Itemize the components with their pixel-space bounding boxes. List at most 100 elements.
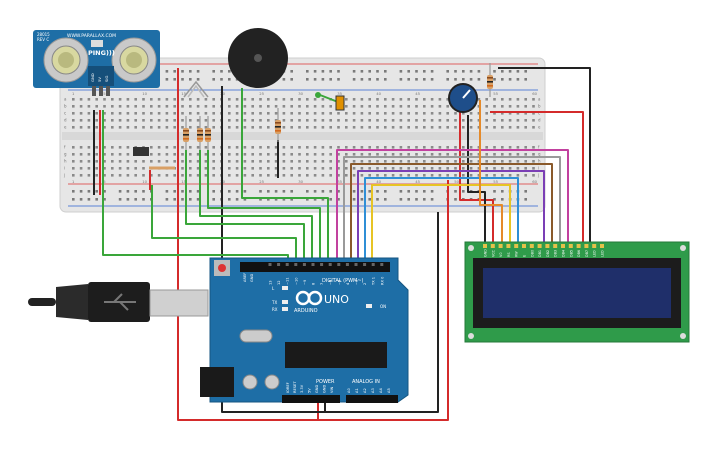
digital-pin-hole[interactable]	[354, 263, 358, 266]
wire-lcd-e[interactable]	[364, 177, 519, 262]
l-label: L	[272, 286, 275, 291]
ioref-label: IOREF	[286, 382, 290, 393]
rail-hole	[103, 198, 106, 201]
digital-pin-hole[interactable]	[311, 263, 315, 266]
digital-pin-hole[interactable]	[277, 263, 281, 266]
breadboard-hole	[368, 98, 371, 101]
wire-lcd-led-plus[interactable]	[490, 111, 584, 246]
rail-hole	[196, 198, 200, 201]
wire-lcd-db7[interactable]	[336, 149, 569, 262]
lcd-pin[interactable]	[498, 244, 503, 248]
lcd-pin[interactable]	[568, 244, 573, 248]
rail-hole	[384, 198, 387, 201]
breadboard-hole	[228, 174, 231, 177]
digital-pin-hole[interactable]	[285, 263, 289, 266]
digital-header	[240, 262, 390, 272]
digital-pin-hole[interactable]	[371, 263, 375, 266]
breadboard-hole	[532, 167, 535, 170]
piezo-buzzer[interactable]	[228, 28, 288, 118]
breadboard-hole	[235, 105, 239, 108]
lcd-pin[interactable]	[483, 244, 487, 248]
wire-buzzer[interactable]	[241, 118, 329, 262]
breadboard-hole	[399, 126, 403, 129]
wire-led-green[interactable]	[199, 150, 313, 262]
breadboard-hole	[259, 167, 262, 170]
breadboard-hole	[337, 112, 340, 115]
lcd-pin-label: RS	[507, 252, 511, 257]
digital-pin-hole[interactable]	[337, 263, 341, 266]
rail-hole	[134, 198, 137, 201]
power-jack[interactable]	[200, 367, 234, 397]
wire-lcd-rs[interactable]	[371, 184, 511, 262]
wire-lcd-led-minus[interactable]	[498, 67, 591, 246]
lcd-pin[interactable]	[490, 244, 495, 248]
breadboard-hole	[384, 146, 387, 149]
breadboard-hole	[196, 174, 200, 177]
breadboard-hole	[501, 153, 504, 156]
rail-hole	[368, 78, 371, 81]
breadboard-hole	[126, 119, 130, 122]
lcd-pin[interactable]	[545, 244, 550, 248]
digital-pin-hole[interactable]	[380, 263, 384, 266]
lcd-pin[interactable]	[522, 244, 526, 248]
breadboard-hole	[79, 160, 83, 163]
analog-pin-label: A2	[363, 388, 367, 393]
breadboard-hole	[243, 153, 247, 156]
digital-pin-hole[interactable]	[363, 263, 367, 266]
breadboard-hole	[290, 146, 293, 149]
lcd-pin[interactable]	[537, 244, 542, 248]
breadboard-hole	[501, 174, 504, 177]
wire-lcd-gnd[interactable]	[467, 115, 486, 246]
wire-lcd-db5[interactable]	[350, 163, 553, 262]
breadboard-hole	[407, 146, 410, 149]
digital-pin-hole[interactable]	[294, 263, 298, 266]
row-letter: g	[64, 152, 67, 157]
lcd-pin[interactable]	[584, 244, 589, 248]
wire-gnd-rail[interactable]	[221, 86, 439, 413]
rail-hole	[329, 78, 332, 81]
lcd-pin[interactable]	[561, 244, 565, 248]
digital-pin-hole[interactable]	[328, 263, 332, 266]
arduino-uno[interactable]: UNO ARDUINO DIGITAL (PWM~) POWER ANALOG …	[200, 257, 409, 403]
digital-pin-hole[interactable]	[320, 263, 324, 266]
rail-hole	[181, 198, 184, 201]
wire-lcd-db6[interactable]	[343, 156, 561, 262]
lcd-pin[interactable]	[592, 244, 597, 248]
wire-led-jumper[interactable]	[319, 94, 339, 103]
indicator-led-dot	[315, 92, 321, 98]
lcd-pin[interactable]	[529, 244, 534, 248]
rail-hole	[274, 198, 278, 201]
breadboard-hole	[454, 174, 457, 177]
lcd-pin[interactable]	[553, 244, 558, 248]
lcd-pin[interactable]	[576, 244, 581, 248]
rgb-led[interactable]	[183, 80, 209, 98]
wire-led-red[interactable]	[185, 150, 305, 262]
usb-cable[interactable]	[28, 282, 209, 322]
wire-lcd-vcc[interactable]	[459, 108, 494, 246]
digital-pin-hole[interactable]	[302, 263, 306, 266]
wire-led-blue[interactable]	[207, 150, 321, 262]
digital-pin-hole[interactable]	[345, 263, 349, 266]
lcd-pin[interactable]	[514, 244, 519, 248]
indicator-led[interactable]	[315, 92, 345, 111]
lcd-pin[interactable]	[506, 244, 511, 248]
wire-lcd-db4[interactable]	[357, 170, 545, 262]
ping-sensor[interactable]: WWW.PARALLAX.COM 28015 REV C PING))) GND…	[33, 30, 160, 96]
pushbutton[interactable]	[133, 147, 175, 170]
digital-pin-hole[interactable]	[268, 263, 272, 266]
breadboard-hole	[165, 119, 169, 122]
lcd-pin[interactable]	[600, 244, 604, 248]
wire-lcd-v0[interactable]	[479, 100, 503, 246]
breadboard-hole	[204, 119, 208, 122]
breadboard-hole	[290, 174, 293, 177]
breadboard-hole	[118, 174, 122, 177]
wire-5v-rail[interactable]	[177, 68, 449, 421]
breadboard-hole	[290, 153, 293, 156]
breadboard-hole	[111, 119, 114, 122]
potentiometer[interactable]	[448, 83, 478, 113]
breadboard-hole	[212, 126, 215, 129]
wire-button[interactable]	[151, 185, 297, 262]
